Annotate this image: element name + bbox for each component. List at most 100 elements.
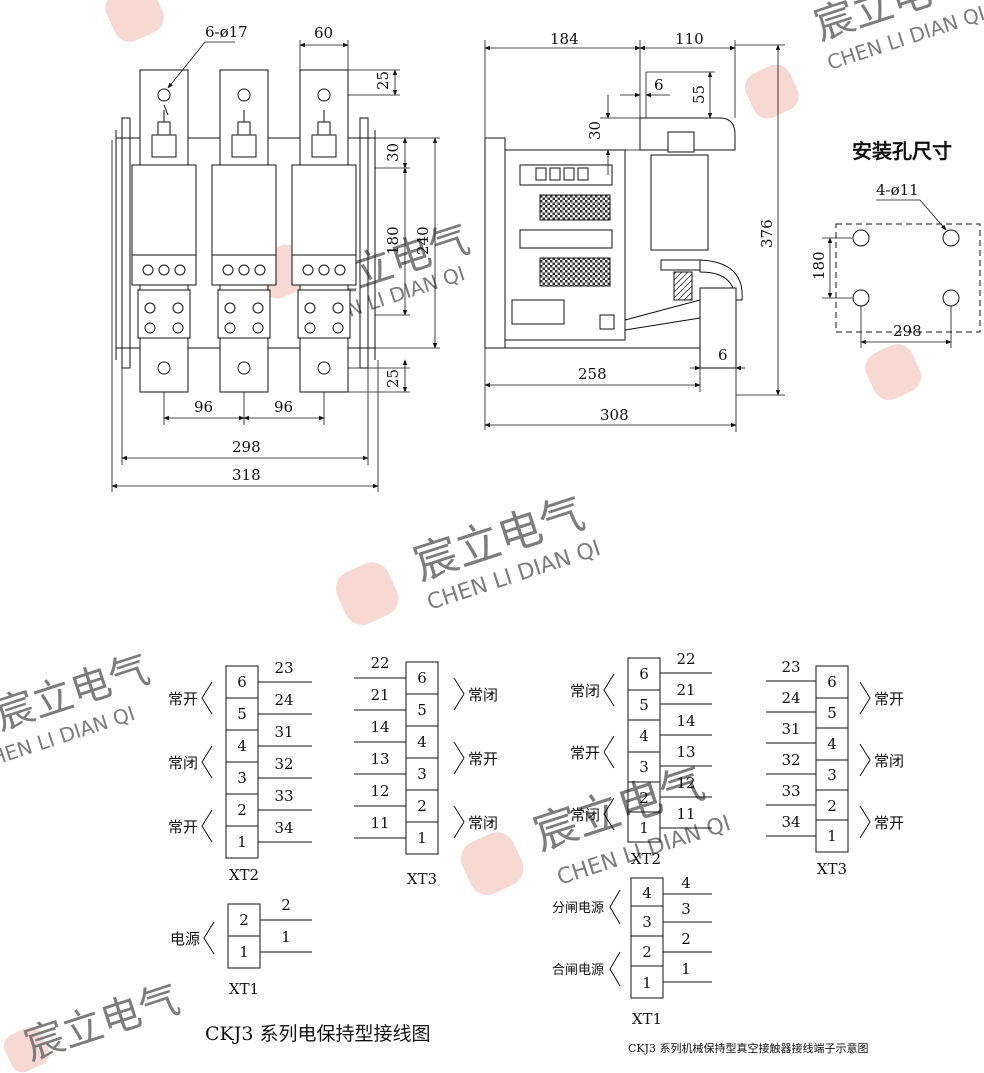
dim-bottom-offset: 25 <box>384 369 402 388</box>
xt3-right-wire: 24 <box>781 689 800 707</box>
xt2-right-cell: 2 <box>639 789 649 807</box>
watermark-logo-icon <box>460 832 524 895</box>
dim-mount-width: 298 <box>232 438 261 456</box>
dim-376: 376 <box>758 219 776 248</box>
dim-184: 184 <box>550 30 579 48</box>
xt1-right-wire: 3 <box>681 900 691 918</box>
wiring-left: 6 5 4 3 2 1 23 24 31 32 33 34 XT2 常开 常闭 … <box>168 654 498 1045</box>
xt1-right-cell: 4 <box>642 884 652 902</box>
xt2-right-cell: 5 <box>639 696 649 714</box>
xt1-left-wire: 2 <box>281 896 291 914</box>
xt3-right-group: 常开 <box>874 690 904 708</box>
xt2-left-wire: 31 <box>274 723 293 741</box>
xt3-left-cell: 2 <box>417 797 427 815</box>
wiring-left-caption: CKJ3 系列电保持型接线图 <box>205 1023 430 1045</box>
terminal-holes <box>142 88 346 375</box>
xt2-right-wire: 14 <box>676 712 695 730</box>
xt2-left-group: 常开 <box>168 690 198 708</box>
xt2-left-cell: 5 <box>237 705 247 723</box>
terminal-xt3-left: 6 5 4 3 2 1 22 21 14 13 12 11 XT3 常闭 常开 … <box>354 654 498 888</box>
watermark-logo-icon <box>335 562 399 625</box>
mount-hole <box>852 289 870 307</box>
mount-hole <box>942 289 960 307</box>
front-dimensions <box>111 40 440 492</box>
dim-6-bottom: 6 <box>718 346 728 364</box>
mounting-hole-spec: 4-ø11 <box>876 181 919 199</box>
xt2-left-cell: 6 <box>237 673 247 691</box>
xt3-left-wire: 14 <box>370 718 389 736</box>
xt2-right-cell: 1 <box>639 819 649 837</box>
xt3-right-wire: 32 <box>781 751 800 769</box>
watermark-logo-icon <box>744 64 799 119</box>
dim-180: 180 <box>384 226 402 255</box>
xt3-right-group: 常开 <box>874 814 904 832</box>
xt3-right-label: XT3 <box>817 860 847 878</box>
xt2-left-cell: 3 <box>237 769 247 787</box>
xt2-left-label: XT2 <box>229 866 259 884</box>
xt3-left-wire: 12 <box>370 782 389 800</box>
xt1-left-cell: 1 <box>239 943 249 961</box>
dim-top-width: 60 <box>314 24 333 42</box>
xt3-left-wire: 11 <box>370 814 389 832</box>
xt2-left-wire: 32 <box>274 755 293 773</box>
mounting-width: 298 <box>893 322 922 340</box>
xt3-left-label: XT3 <box>407 870 437 888</box>
mounting-holes-diagram <box>822 199 981 348</box>
xt3-left-group: 常开 <box>468 750 498 768</box>
xt2-right-wire: 13 <box>676 743 695 761</box>
xt3-right-wire: 23 <box>781 658 800 676</box>
terminal-xt3-right: 6 5 4 3 2 1 23 24 31 32 33 34 XT3 常开 常闭 … <box>766 658 904 878</box>
mount-hole <box>852 229 870 247</box>
dim-top-offset: 25 <box>374 71 392 90</box>
xt3-left-cell: 5 <box>417 701 427 719</box>
xt2-left-cell: 4 <box>237 737 247 755</box>
xt1-left-cell: 2 <box>239 911 249 929</box>
mounting-title: 安装孔尺寸 <box>852 139 952 163</box>
xt3-right-group: 常闭 <box>874 752 904 770</box>
xt3-left-cell: 1 <box>417 829 427 847</box>
mount-hole <box>942 229 960 247</box>
xt2-left-cell: 2 <box>237 801 247 819</box>
xt2-left-group: 常开 <box>168 818 198 836</box>
xt3-right-cell: 5 <box>827 704 837 722</box>
dim-30: 30 <box>384 143 402 162</box>
side-view <box>484 40 785 432</box>
wiring-right-caption: CKJ3 系列机械保持型真空接触器接线端子示意图 <box>628 1041 869 1055</box>
side-dimensions <box>484 40 785 432</box>
xt2-right-label: XT2 <box>631 850 661 868</box>
xt2-right-cell: 6 <box>639 665 649 683</box>
pole-3 <box>291 69 357 393</box>
side-dim-labels: 184 110 6 55 30 376 258 6 308 <box>550 30 776 424</box>
pole-1 <box>131 69 197 393</box>
xt1-left-wire: 1 <box>281 928 291 946</box>
xt3-left-cell: 4 <box>417 733 427 751</box>
watermark-logo-icon <box>105 0 164 42</box>
xt3-right-cell: 2 <box>827 797 837 815</box>
xt1-right-group: 分闸电源 <box>552 901 604 916</box>
xt1-right-cell: 1 <box>642 974 652 992</box>
xt3-right-wire: 31 <box>781 720 800 738</box>
dim-6-top: 6 <box>654 76 664 94</box>
xt1-right-wire: 2 <box>681 930 691 948</box>
dim-110: 110 <box>675 30 704 48</box>
xt3-right-cell: 4 <box>827 735 837 753</box>
xt2-right-group: 常闭 <box>570 682 600 700</box>
mounting-labels: 安装孔尺寸 4-ø11 180 298 <box>810 139 952 340</box>
xt2-left-wire: 24 <box>274 691 293 709</box>
watermark-cn: 宸立电气 <box>19 976 185 1069</box>
dim-30-side: 30 <box>586 121 604 140</box>
watermark-logo-icon <box>865 344 922 401</box>
xt3-right-wire: 34 <box>781 813 800 831</box>
xt3-right-cell: 1 <box>827 827 837 845</box>
watermark-logo-icon <box>3 1027 50 1073</box>
xt1-right-label: XT1 <box>632 1010 662 1028</box>
xt1-right-wire: 1 <box>681 960 691 978</box>
xt2-right-group: 常闭 <box>570 806 600 824</box>
dim-hole-spec: 6-ø17 <box>205 23 248 41</box>
xt2-right-group: 常开 <box>570 744 600 762</box>
xt2-left-wire: 34 <box>274 819 293 837</box>
xt3-left-wire: 22 <box>370 654 389 672</box>
dim-55: 55 <box>690 85 708 104</box>
xt2-left-wire: 23 <box>274 659 293 677</box>
